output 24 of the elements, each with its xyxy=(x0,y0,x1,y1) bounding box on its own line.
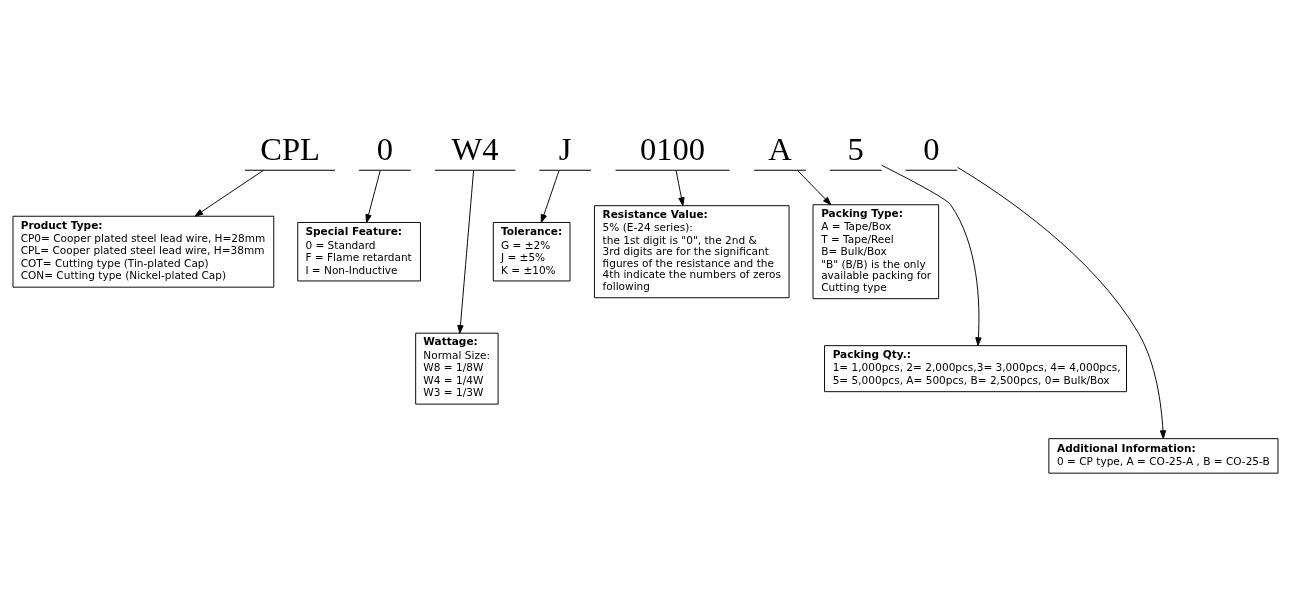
node-box: Packing Type: A = Tape/Box T = Tape/Reel B= Bulk/Box "B" (B/B) is the only available packing for Cutting type xyxy=(812,203,940,299)
arrow xyxy=(540,169,560,223)
node-box: Resistance Value: 5% (E-24 series): the 1st digit is "0", the 2nd & 3rd digits are for the significant figures of the resistance and the 4th indicate the numbers of zeros following xyxy=(593,204,790,298)
node-box: Special Feature: 0 = Standard F = Flame retardant I = Non-Inductive xyxy=(297,221,421,281)
arrow xyxy=(797,169,832,205)
arrow xyxy=(675,169,685,206)
node-box: Additional Information: 0 = CP type, A = CO-25-A , B = CO-25-B xyxy=(1048,437,1279,474)
node-text: 0100 xyxy=(640,130,706,167)
node-text: W4 xyxy=(451,130,499,167)
node-box: Tolerance: G = ±2% J = ±5% K = ±10% xyxy=(492,221,571,281)
arrow xyxy=(957,166,1167,439)
arrow xyxy=(194,169,264,217)
arrow xyxy=(457,169,475,334)
node-box: Packing Qty.: 1= 1,000pcs, 2= 2,000pcs,3= 3,000pcs, 4= 4,000pcs, 5= 5,000pcs, A= 500pcs, B= 2,500pcs, 0= Bulk/Box xyxy=(824,344,1127,392)
node-text: A xyxy=(768,130,792,167)
arrow xyxy=(365,169,381,223)
node-box: Wattage: Normal Size: W8 = 1/8W W4 = 1/4W W3 = 1/3W xyxy=(415,332,499,405)
node-box: Product Type: CP0= Cooper plated steel lead wire, H=28mm CPL= Cooper plated steel lead wire, H=38mm COT= Cutting type (Tin-plated Cap) CON= Cutting type (Nickel-plated Cap) xyxy=(12,215,275,288)
node-text: CPL xyxy=(260,130,320,167)
node-text: 0 xyxy=(923,130,940,167)
node-text: 0 xyxy=(376,130,394,167)
node-text: J xyxy=(558,130,572,167)
node-text: 5 xyxy=(847,130,864,167)
arrow xyxy=(881,164,982,346)
